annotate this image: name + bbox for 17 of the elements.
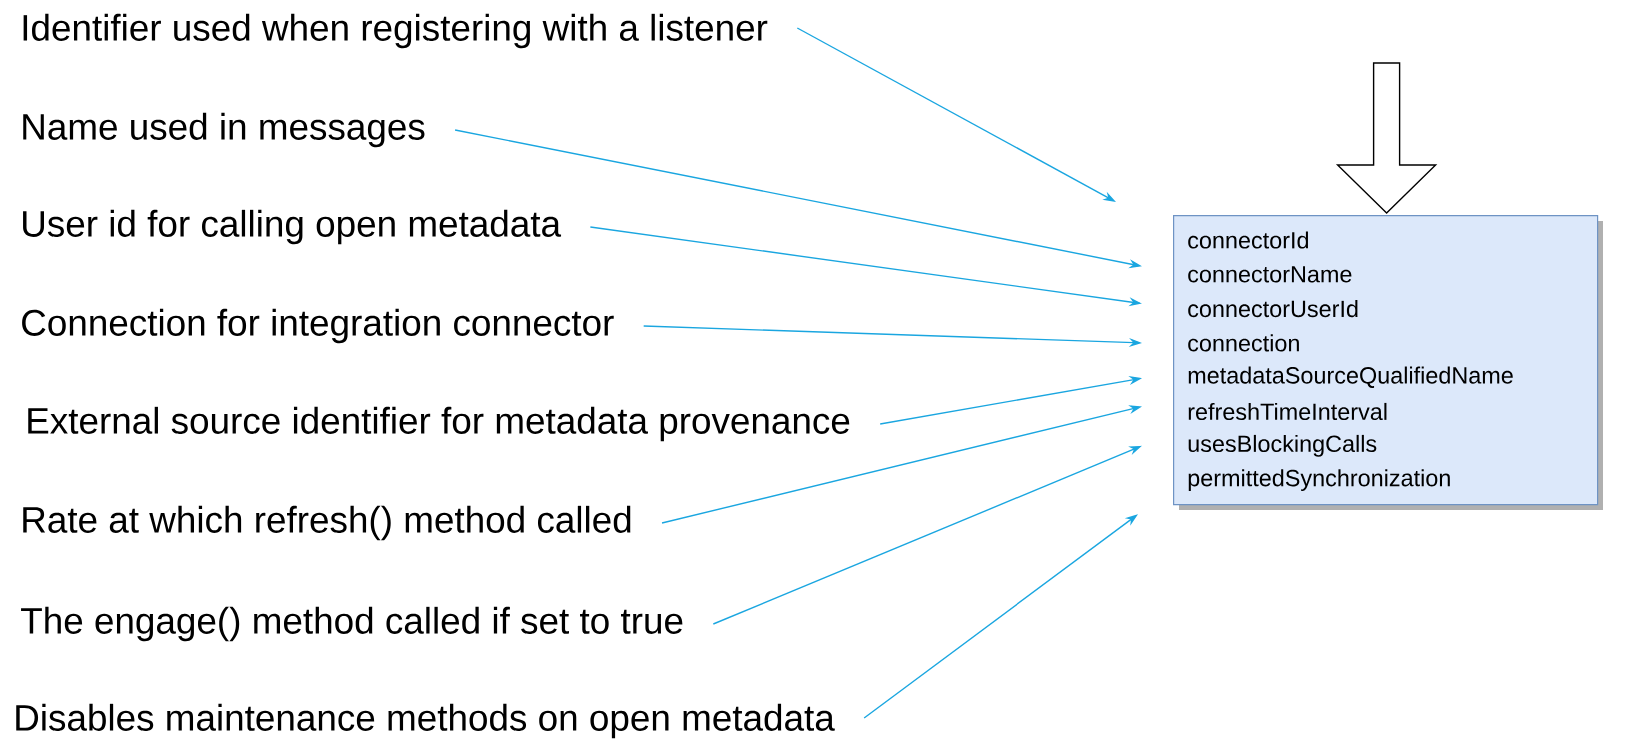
annotation-text: The engage() method called if set to true	[21, 606, 683, 642]
annotation-text: Disables maintenance methods on open metadata	[16, 703, 835, 739]
field-name: connectorId	[1188, 231, 1309, 249]
annotation-text: Identifier used when registering with a listener	[23, 13, 768, 49]
annotation-text: Name used in messages	[23, 112, 425, 148]
field-name: usesBlockingCalls	[1188, 434, 1377, 457]
annotation-text: User id for calling open metadata	[23, 209, 562, 245]
field-name: connection	[1188, 334, 1299, 352]
field-list-box	[1173, 215, 1603, 510]
field-name: refreshTimeInterval	[1188, 402, 1387, 421]
annotation-text: Connection for integration connector	[22, 308, 614, 344]
field-name: connectorUserId	[1188, 300, 1358, 318]
field-name: permittedSynchronization	[1188, 469, 1450, 491]
annotation-text: Rate at which refresh() method called	[23, 505, 631, 541]
field-name: metadataSourceQualifiedName	[1188, 366, 1513, 388]
annotation-text: External source identifier for metadata provenance	[28, 406, 850, 442]
field-name: connectorName	[1188, 266, 1352, 283]
